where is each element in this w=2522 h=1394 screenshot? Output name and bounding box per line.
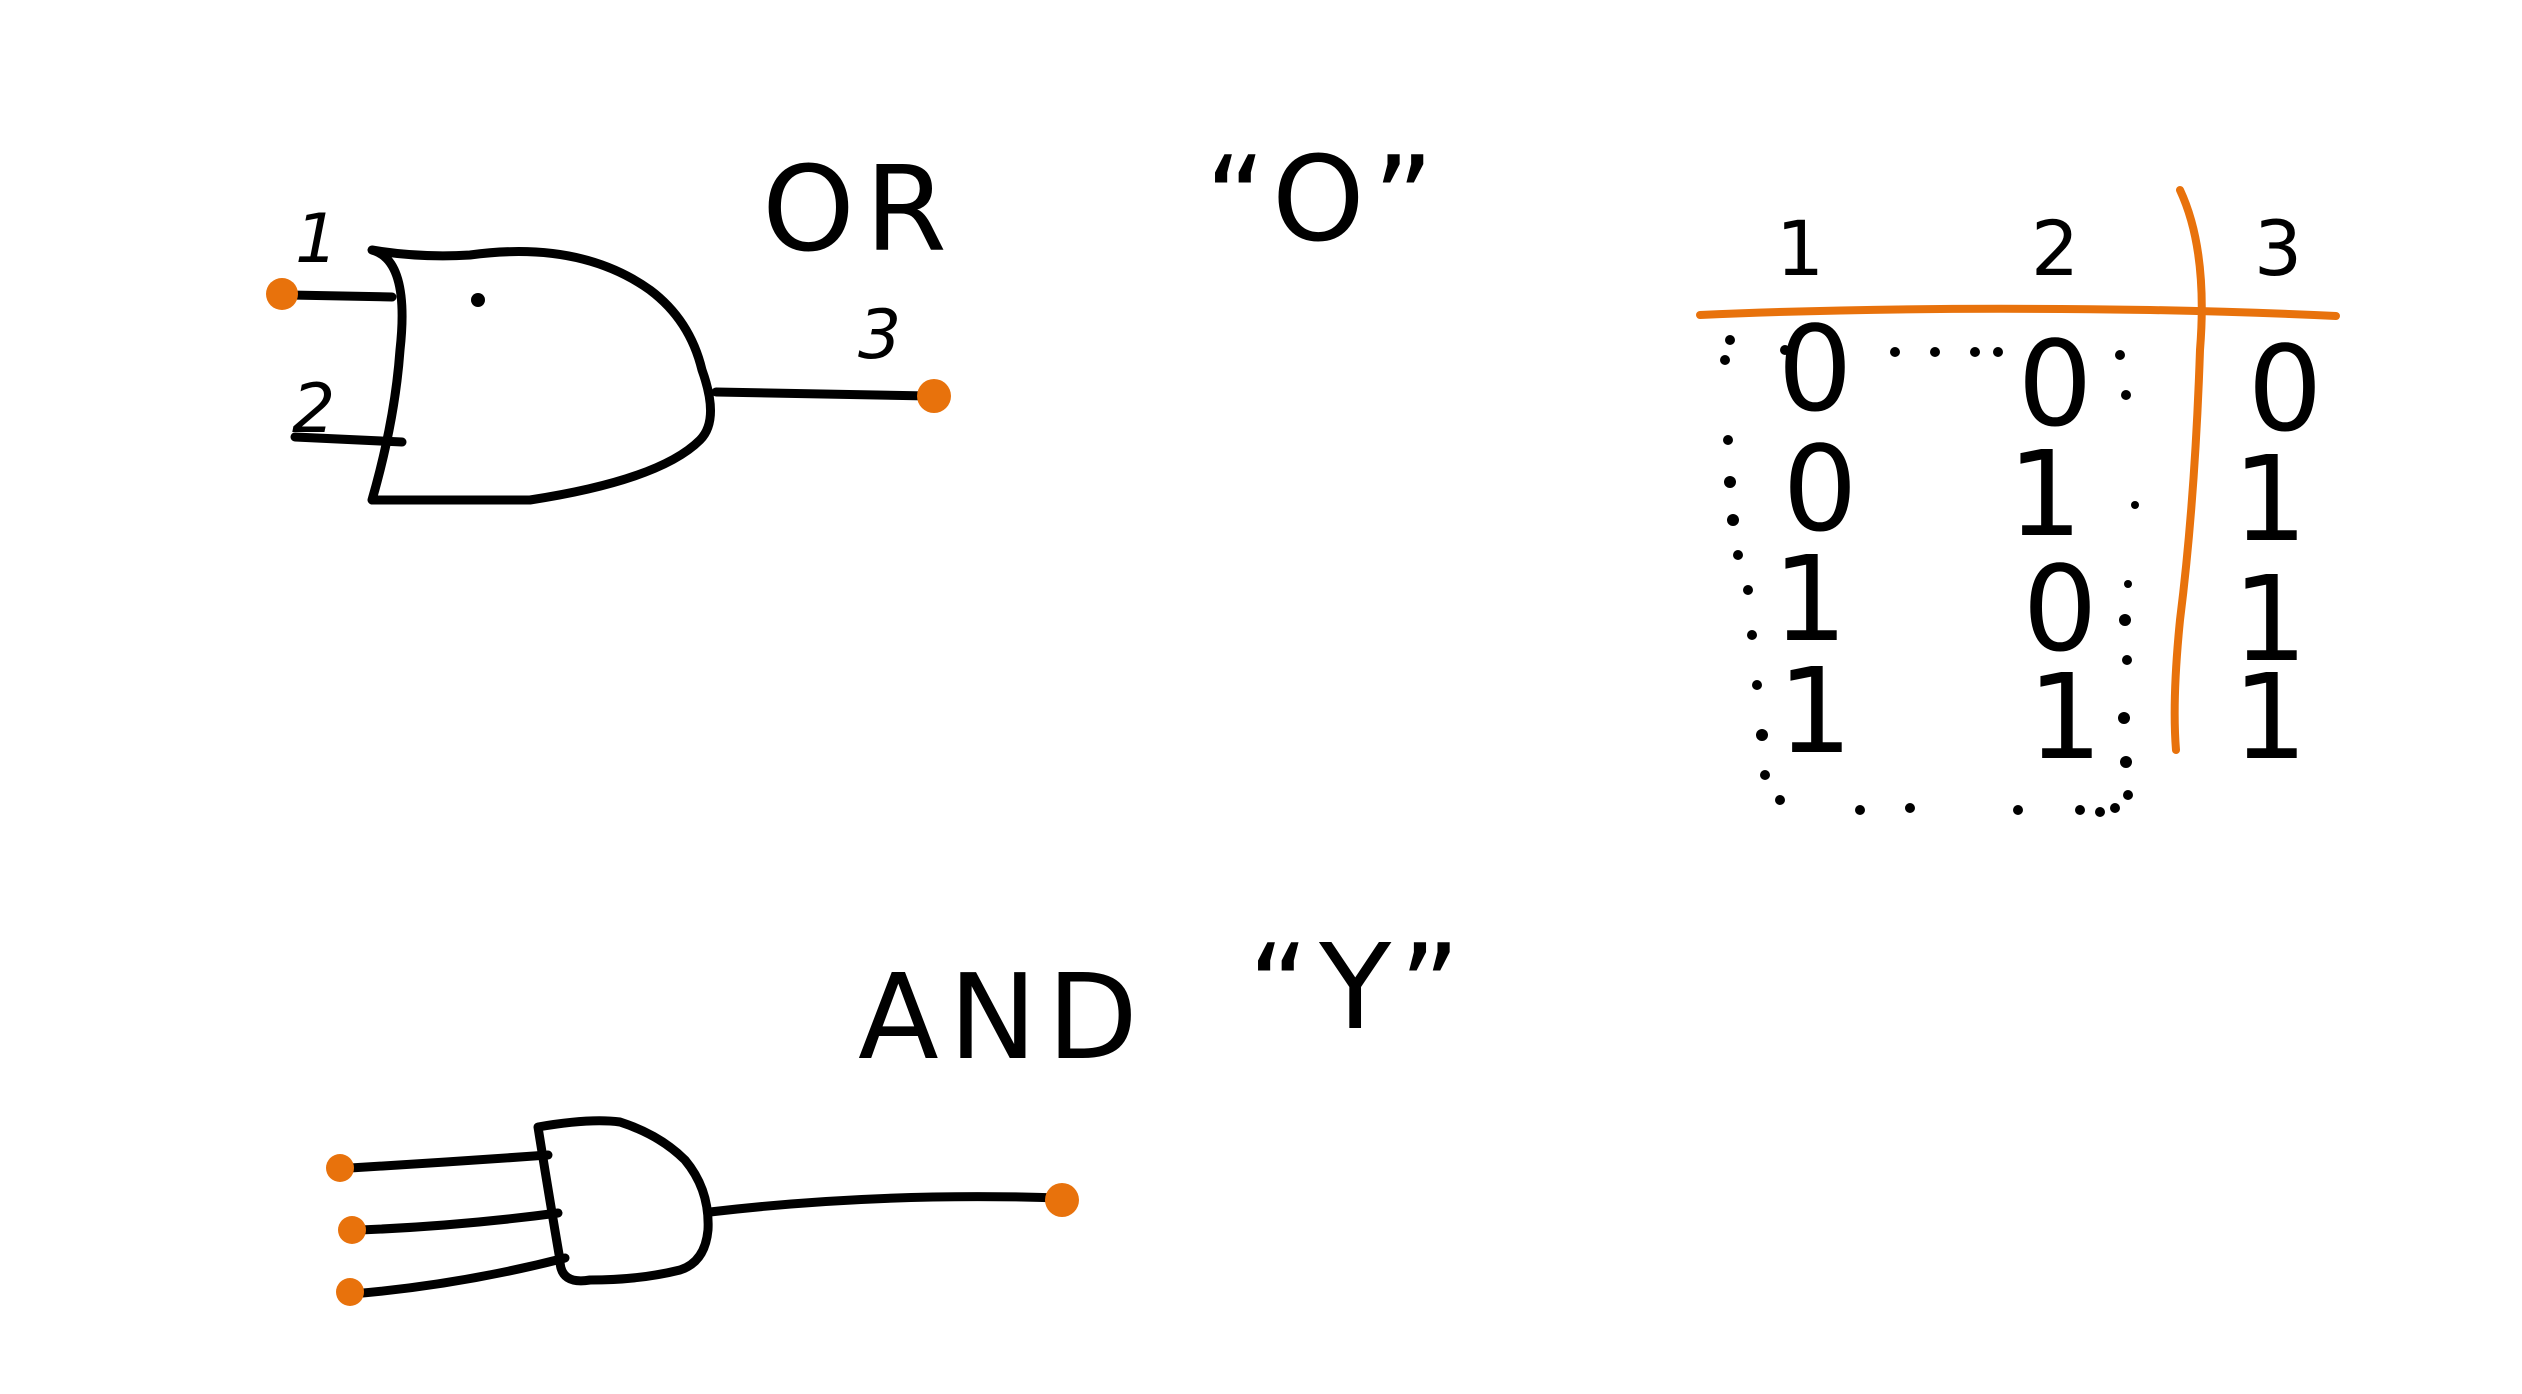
and-input-terminal-3 <box>336 1278 364 1306</box>
table-cell: 0 <box>1782 420 1857 558</box>
and-gate <box>326 1116 1079 1306</box>
and-gate-quoted-name: “Y” <box>1248 918 1470 1056</box>
or-output-label: 3 <box>858 296 901 375</box>
and-input-wire-2 <box>355 1208 563 1235</box>
or-input-terminal-1 <box>266 278 298 310</box>
table-cell: 1 <box>2007 425 2082 563</box>
or-gate-quoted-name: “O” <box>1205 130 1444 268</box>
or-gate-name: OR <box>762 140 957 278</box>
or-output-wire <box>711 387 935 401</box>
and-input-wire-3 <box>347 1253 570 1299</box>
or-input-label-2: 2 <box>292 370 335 449</box>
or-input-wire-2 <box>290 432 407 447</box>
table-header-3: 3 <box>2254 204 2302 293</box>
or-gate: 1 2 3 <box>266 200 951 505</box>
or-input-label-1: 1 <box>295 200 338 279</box>
and-input-terminal-1 <box>326 1154 354 1182</box>
table-cell: 0 <box>2247 320 2322 458</box>
table-cell: 1 <box>2232 430 2307 568</box>
table-column-divider <box>2170 186 2206 754</box>
table-cell: 1 <box>2232 550 2307 688</box>
input-columns-dotted-outline <box>1720 335 2139 817</box>
table-header-1: 1 <box>1776 204 1824 293</box>
table-cell: 1 <box>2027 648 2102 786</box>
and-input-wire-1 <box>345 1150 553 1173</box>
table-cell: 1 <box>1777 642 1852 780</box>
or-input-wire-1 <box>285 290 397 302</box>
and-gate-name: AND <box>858 948 1148 1086</box>
truth-table: 1 2 3 0 0 0 0 1 1 1 0 1 1 1 1 <box>1696 186 2340 817</box>
table-cell: 0 <box>1777 300 1852 438</box>
table-header-rule <box>1696 304 2340 320</box>
table-header-2: 2 <box>2031 204 2079 293</box>
or-gate-dot <box>471 293 485 307</box>
or-output-terminal <box>917 379 951 413</box>
and-input-terminal-2 <box>338 1216 366 1244</box>
table-cell: 1 <box>1772 530 1847 668</box>
or-gate-body <box>367 245 715 505</box>
and-output-terminal <box>1045 1183 1079 1217</box>
table-cell: 0 <box>2022 540 2097 678</box>
table-cell: 0 <box>2017 315 2092 453</box>
table-cell: 1 <box>2232 648 2307 786</box>
and-output-wire <box>705 1192 1065 1217</box>
